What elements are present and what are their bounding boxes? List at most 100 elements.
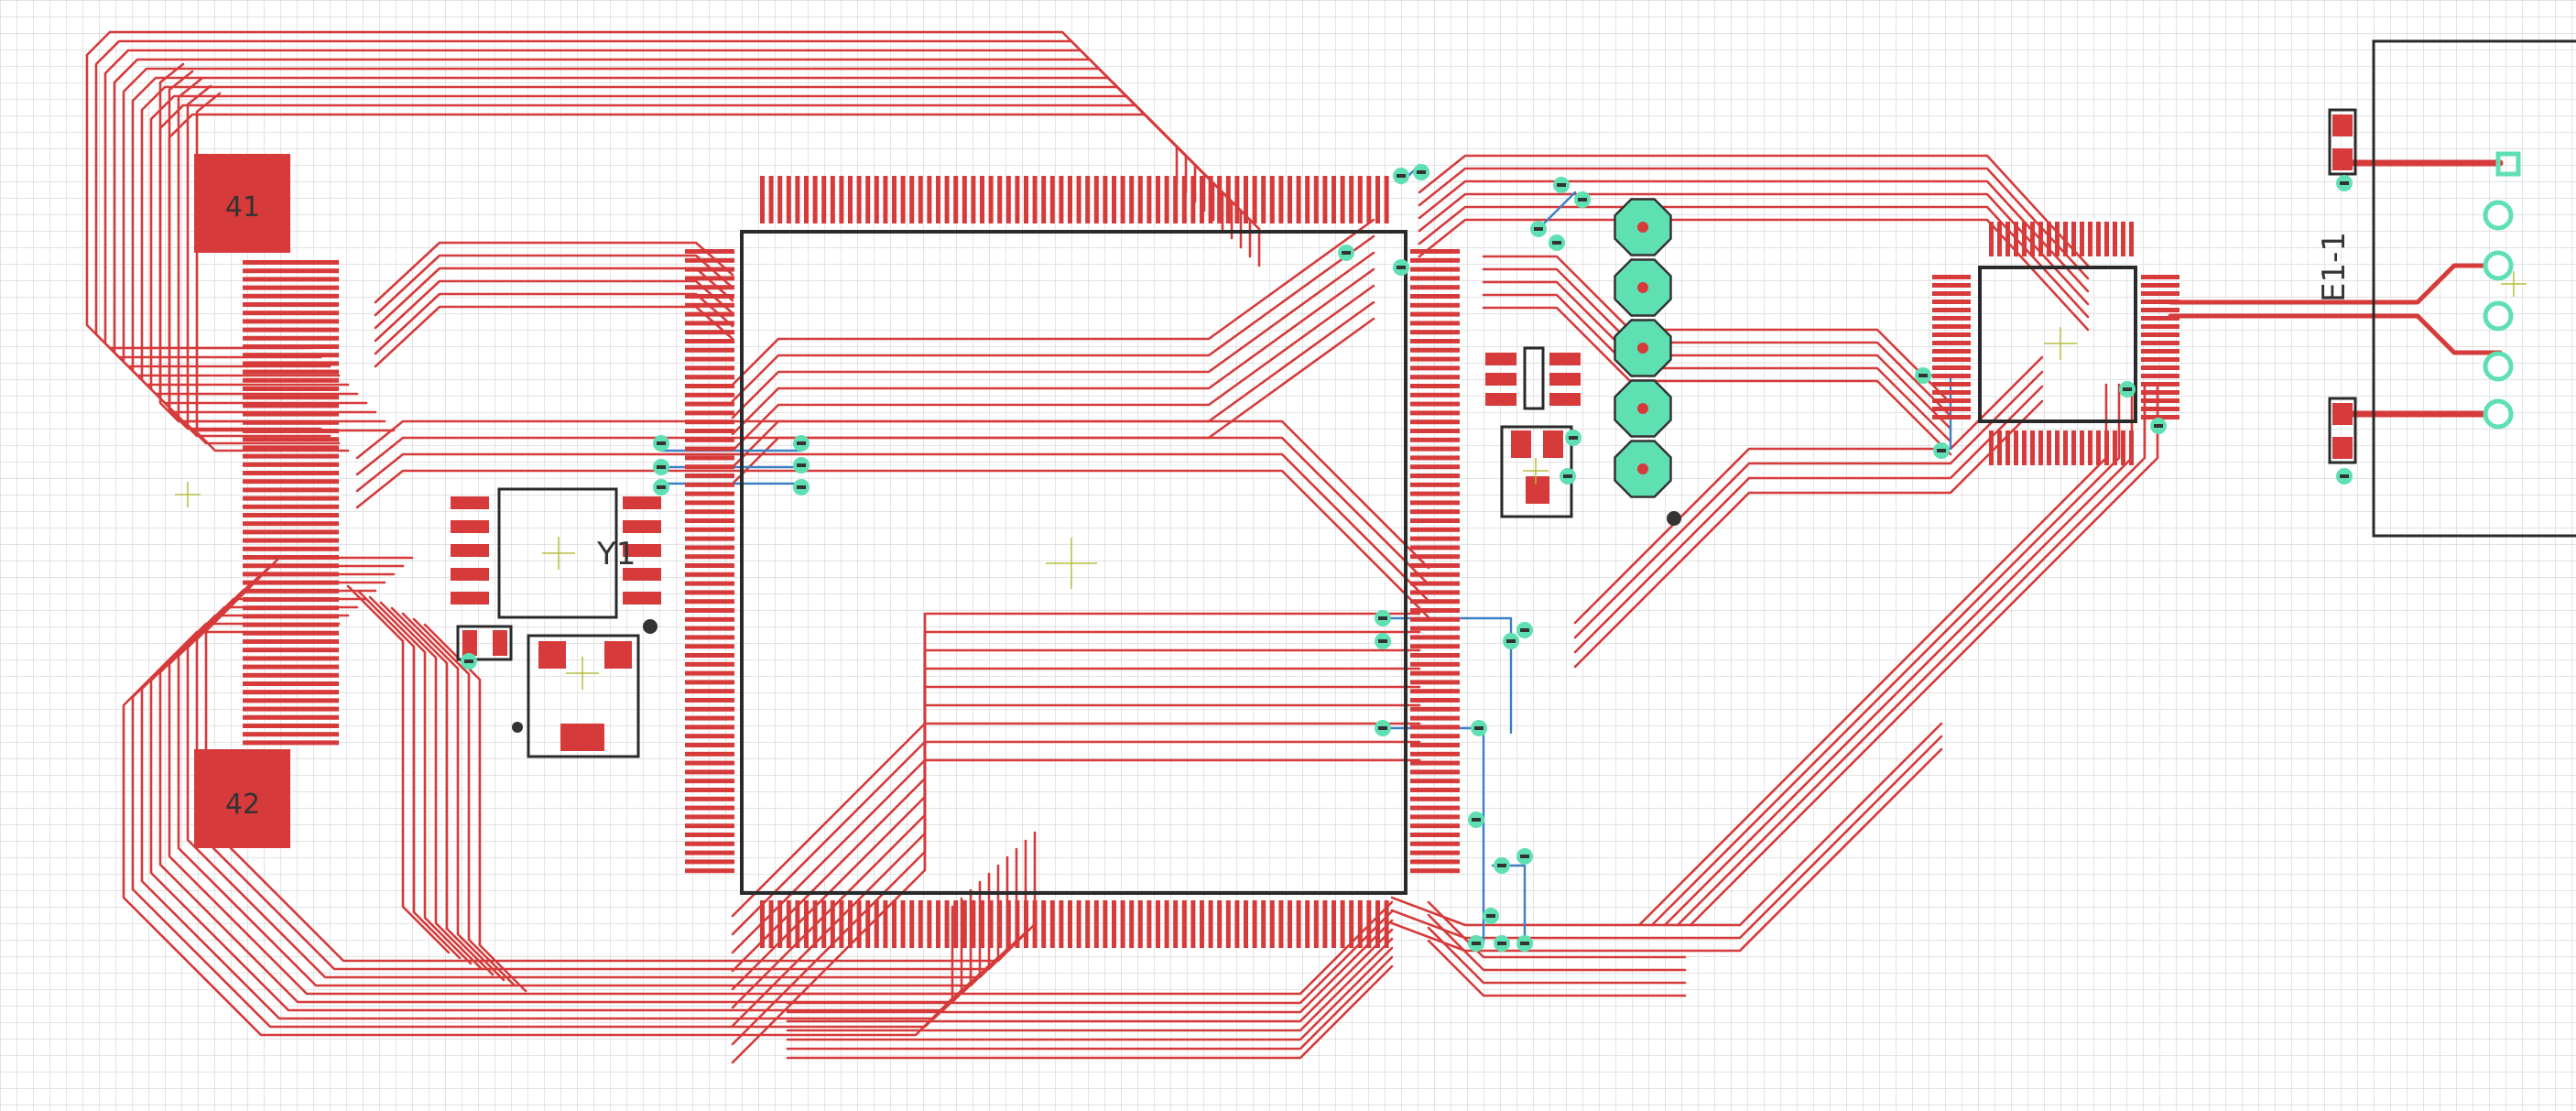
via-drill	[797, 485, 806, 489]
mcu-left-pad	[685, 734, 734, 739]
mcu-bottom-pad	[1112, 900, 1116, 948]
mcu-top-pad	[1059, 176, 1064, 223]
mcu-bottom-pad	[804, 900, 809, 948]
mcu-top-pad	[918, 176, 923, 223]
mcu-right-pad	[1410, 518, 1460, 523]
mcu-right-pad	[1410, 446, 1460, 452]
mcu-left-pad	[685, 796, 734, 801]
mcu-right-pad	[1410, 302, 1460, 308]
middle-diagonal-trace	[355, 469, 1430, 619]
right-ic-top-pad	[2104, 222, 2109, 256]
mcu-left-pad	[685, 644, 734, 649]
connector-pin	[2483, 250, 2514, 281]
mcu-top-pad	[1005, 176, 1011, 223]
right-bottom-trace	[1390, 735, 1943, 940]
mcu-left-pad	[685, 833, 734, 837]
mcu-top-pad	[909, 176, 915, 223]
right-ic-bottom-pad	[2055, 430, 2060, 465]
mcu-top-pad	[1147, 176, 1152, 223]
right-ic-right-pad	[2141, 398, 2179, 403]
mcu-right-pad	[1410, 536, 1460, 541]
mcu-right-pad	[1410, 769, 1460, 775]
sot-pad	[1485, 393, 1516, 406]
via-drill	[1474, 726, 1484, 730]
origin-markers	[175, 271, 2527, 690]
mcu-bottom-pad	[1156, 900, 1160, 948]
via-drill	[797, 463, 806, 467]
regulator-pad	[560, 724, 604, 751]
fpc-pad	[243, 572, 339, 577]
right-ic-top-pad	[1997, 222, 2002, 256]
fpc-pad	[243, 513, 339, 517]
mcu-bottom-pad	[795, 900, 800, 948]
mcu-left-pad	[685, 680, 734, 685]
mcu-bottom-pad	[944, 900, 950, 948]
bottom-stub-trace	[1427, 913, 1687, 972]
pad-41-label: 41	[225, 191, 260, 223]
fpc-pad	[243, 546, 339, 551]
mcu-right-pad	[1410, 410, 1460, 416]
mcu-left-pad	[685, 868, 734, 874]
right-ic-left-pad	[1932, 275, 1971, 279]
left-inner-loop-trace	[186, 84, 341, 445]
via-drill	[464, 659, 473, 663]
mcu-right-pad	[1410, 590, 1460, 595]
mcu-left-pad	[685, 509, 734, 515]
right-ic-bottom-pad	[2096, 430, 2101, 465]
right-ic-bottom-pad	[2047, 430, 2051, 465]
mcu-top-pad	[953, 176, 959, 223]
mcu-left-pad	[685, 769, 734, 775]
fpc-pad	[243, 648, 339, 653]
mcu-left-pad	[685, 339, 734, 343]
mcu-right-pad	[1410, 311, 1460, 317]
right-ic-top-pad	[2014, 222, 2018, 256]
fpc-pad	[243, 453, 339, 459]
mcu-top-pad	[900, 176, 906, 223]
mcu-top-pad	[1322, 176, 1328, 223]
mcu-bottom-pad	[1305, 900, 1310, 948]
mcu-top-pad	[1366, 176, 1372, 223]
left-inner-loop-trace	[158, 62, 313, 423]
mcu-bottom-pad	[848, 900, 853, 948]
sot-pad	[1485, 353, 1516, 365]
mcu-bottom-pad	[980, 900, 984, 948]
right-ic-top-pad	[2096, 222, 2101, 256]
mcu-left-pad	[685, 715, 734, 721]
led-pad	[2332, 437, 2353, 459]
mcu-bottom-pad	[1208, 900, 1213, 948]
left-inner-loop-trace	[195, 92, 350, 452]
mcu-bottom-pad	[1147, 900, 1152, 948]
mcu-bottom-pad	[1120, 900, 1125, 948]
via-drill	[2340, 474, 2349, 478]
mcu-top-pad	[1252, 176, 1257, 223]
mcu-top-pad	[1156, 176, 1160, 223]
right-ic-left-pad	[1932, 341, 1971, 345]
mcu-left-pad	[685, 321, 734, 326]
mcu-left-pad	[685, 743, 734, 747]
connector-led-outline	[2328, 397, 2357, 464]
origin-cross	[566, 657, 599, 690]
mcu-bottom-pad	[953, 900, 959, 948]
diode-outline	[1523, 346, 1545, 410]
crystal-pad	[623, 568, 661, 581]
mcu-right-pad	[1410, 635, 1460, 640]
mcu-left-pad	[685, 410, 734, 416]
fpc-pad	[243, 630, 339, 636]
right-ic-left-pad	[1932, 308, 1971, 312]
right-diagonal-trace	[1573, 399, 2044, 669]
via-drill	[1417, 170, 1426, 174]
mcu-left-pad	[685, 375, 734, 380]
upper-left-short-trace	[374, 267, 734, 330]
left-bottom-bus-trace	[379, 601, 484, 971]
right-diagonal-trace	[1573, 385, 2044, 654]
mcu-top-pad	[804, 176, 809, 223]
bottom-right-bus-trace	[786, 919, 1394, 1014]
mcu-left-pad	[685, 482, 734, 487]
mcu-right-pad	[1410, 661, 1460, 667]
mcu-bottom-pad	[1005, 900, 1011, 948]
mcu-top-pad	[1340, 176, 1345, 223]
mcu-top-pad	[1181, 176, 1187, 223]
central-upper-fan-trace	[731, 284, 1375, 452]
header-pin-drill	[1637, 403, 1648, 414]
